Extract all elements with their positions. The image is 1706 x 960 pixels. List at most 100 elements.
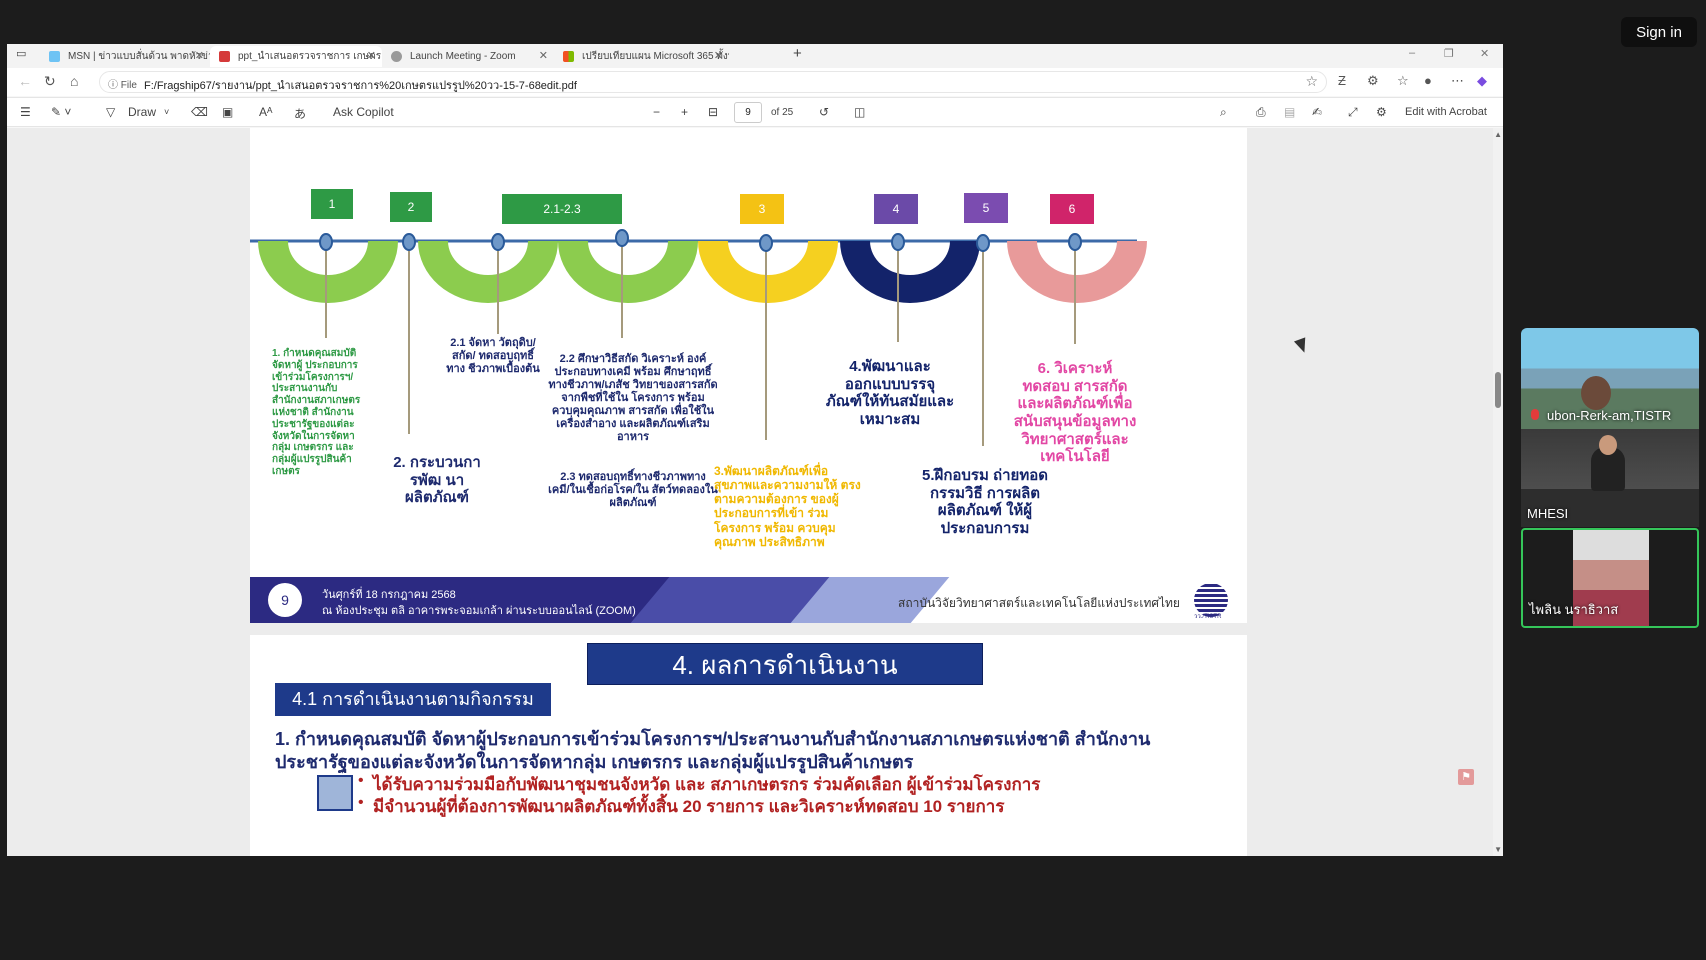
acrobat-icon[interactable]: ⚑ [1458, 769, 1474, 785]
home-icon[interactable]: ⌂ [70, 73, 79, 89]
fullscreen-icon[interactable]: ⤢ [1348, 105, 1358, 119]
step-2-text: 2. กระบวนการพัฒ นาผลิตภัณฑ์ [393, 454, 481, 507]
pdf-favicon-icon [219, 51, 230, 62]
vertical-scrollbar[interactable]: ▲ ▼ [1493, 128, 1503, 856]
participant-face [1581, 376, 1611, 410]
tab-msn[interactable]: MSN | ข่าวแบบสั่นด้วน พาดหัวข่าวของ ✕ [40, 46, 210, 67]
text-box-icon[interactable]: ▣ [222, 105, 234, 119]
tab-zoom[interactable]: Launch Meeting - Zoom ✕ [382, 46, 554, 67]
muted-mic-icon [1531, 409, 1539, 420]
zoom-in-icon[interactable]: + [681, 105, 689, 119]
new-tab-button[interactable]: + [793, 45, 802, 62]
pdf-page-9: 1 2 2.1-2.3 3 4 5 6 1. กำหนดคุณสมบัติ จั… [250, 128, 1247, 623]
step-1-text: 1. กำหนดคุณสมบัติ จัดหาผู้ ประกอบการ เข้… [272, 348, 361, 477]
step-5-box: 5 [964, 193, 1008, 223]
slide-page-number: 9 [268, 583, 302, 617]
save-as-icon[interactable]: ✍ [1312, 105, 1323, 119]
step-5-text: 5.ฝึกอบรม ถ่ายทอดกรรมวิธี การผลิตผลิตภัณ… [922, 467, 1048, 538]
tab-label: Launch Meeting - Zoom [410, 51, 516, 62]
profile-icon[interactable]: ● [1424, 73, 1432, 88]
close-tab-icon[interactable]: ✕ [194, 50, 204, 62]
address-field[interactable]: ⓘ File F:/Fragship67/รายงาน/ppt_นำเสนอตร… [99, 71, 1327, 93]
print-icon[interactable]: ⎙ [1256, 105, 1266, 119]
scrollbar-thumb[interactable] [1495, 372, 1501, 408]
eraser-icon[interactable]: ⌫ [191, 105, 208, 119]
footer-organization: สถาบันวิจัยวิทยาศาสตร์และเทคโนโลยีแห่งปร… [898, 596, 1180, 610]
tab-label: MSN | ข่าวแบบสั่นด้วน พาดหัวข่าวของ [68, 51, 210, 62]
tistr-logo [1194, 583, 1228, 617]
highlight-icon[interactable]: ✎ ˅ [51, 105, 72, 119]
bullet-icon: • [358, 772, 364, 789]
tistr-logo-text: วว./TISTR [1194, 614, 1222, 620]
participant-face [1599, 435, 1617, 455]
footer-date: วันศุกร์ที่ 18 กรกฎาคม 2568 [322, 589, 456, 601]
tab-bar: ▭ MSN | ข่าวแบบสั่นด้วน พาดหัวข่าวของ ✕ … [7, 44, 1503, 68]
participant-video-tile[interactable]: MHESI [1521, 429, 1699, 527]
page-number-input[interactable]: 9 [734, 102, 762, 123]
ask-copilot-button[interactable]: Ask Copilot [333, 105, 394, 119]
step-6-text: 6. วิเคราะห์ ทดสอบ สารสกัด และผลิตภัณฑ์เ… [1013, 360, 1137, 466]
sidebar-toggle-icon[interactable]: ▭ [16, 48, 27, 60]
draw-button[interactable]: Draw [128, 105, 157, 119]
participant-name: MHESI [1527, 506, 1569, 521]
step-4-box: 4 [874, 194, 918, 224]
restore-button[interactable]: ❐ [1444, 48, 1454, 60]
participant-background [1521, 489, 1699, 527]
tab-microsoft[interactable]: เปรียบเทียบแผน Microsoft 365 ทั้งหม ✕ [554, 46, 729, 67]
favorite-star-icon[interactable]: ☆ [1305, 73, 1318, 89]
more-menu-icon[interactable]: ⋯ [1451, 73, 1464, 88]
tab-label: เปรียบเทียบแผน Microsoft 365 ทั้งหม [582, 51, 729, 62]
read-aloud-icon[interactable]: Aᴬ [259, 105, 273, 119]
slide-footer: 9 วันศุกร์ที่ 18 กรกฎาคม 2568 ณ ห้องประช… [250, 577, 1247, 623]
settings-gear-icon[interactable]: ⚙ [1376, 105, 1387, 119]
close-tab-icon[interactable]: ✕ [538, 50, 548, 62]
url-text: F:/Fragship67/รายงาน/ppt_นำเสนอตรวจราชกา… [144, 80, 577, 92]
favorites-icon[interactable]: ☆ [1397, 73, 1409, 88]
file-scheme-label: ⓘ File [108, 80, 137, 91]
close-window-button[interactable]: ✕ [1480, 48, 1490, 60]
activity-heading-line-2: ประชารัฐของแต่ละจังหวัดในการจัดหากลุ่ม เ… [275, 752, 914, 772]
rotate-icon[interactable]: ↺ [819, 105, 830, 119]
tab-pdf[interactable]: ppt_นำเสนอตรวจราชการ เกษตรแปรรู ✕ [210, 46, 382, 67]
active-speaker-video-tile[interactable]: ไพลิน นราธิวาส [1521, 528, 1699, 628]
mouse-cursor-icon [1293, 337, 1311, 355]
participant-video-tile[interactable]: ubon-Rerk-am,TISTR [1521, 328, 1699, 429]
step-2-box: 2 [390, 192, 432, 222]
search-icon[interactable]: ⌕ [1220, 105, 1227, 119]
msn-favicon-icon [49, 51, 60, 62]
sign-in-button[interactable]: Sign in [1621, 17, 1697, 47]
address-bar-row: ← ↻ ⌂ ⓘ File F:/Fragship67/รายงาน/ppt_นำ… [7, 68, 1503, 96]
pdf-viewer[interactable]: 1 2 2.1-2.3 3 4 5 6 1. กำหนดคุณสมบัติ จั… [7, 128, 1503, 856]
pdf-toolbar: ☰ ✎ ˅ ▽ Draw ˅ ⌫ ▣ Aᴬ あ Ask Copilot − + … [7, 97, 1503, 127]
step-2-3-text: 2.3 ทดสอบฤทธิ์ทางชีวภาพทาง เคมี/ในเชื้อก… [548, 471, 718, 509]
back-icon[interactable]: ← [18, 73, 32, 89]
page-view-icon[interactable]: ◫ [854, 105, 866, 119]
puzzle-icon[interactable]: ⚙ [1367, 73, 1379, 88]
participant-name: ไพลิน นราธิวาส [1529, 602, 1619, 617]
minimize-button[interactable]: – [1409, 47, 1416, 59]
slide-subtitle: 4.1 การดำเนินงานตามกิจกรรม [275, 683, 551, 716]
bullet-item: มีจำนวนผู้ที่ต้องการพัฒนาผลิตภัณฑ์ทั้งสิ… [373, 797, 1005, 816]
step-3-box: 3 [740, 194, 784, 224]
close-tab-icon[interactable]: ✕ [366, 50, 376, 62]
fit-page-icon[interactable]: ⊟ [708, 105, 719, 119]
translate-icon[interactable]: あ [294, 107, 307, 121]
scroll-down-icon[interactable]: ▼ [1494, 845, 1502, 854]
close-tab-icon[interactable]: ✕ [713, 50, 723, 62]
save-icon[interactable]: ▤ [1284, 105, 1296, 119]
copilot-icon[interactable]: ◆ [1477, 73, 1487, 88]
edit-with-acrobat-button[interactable]: Edit with Acrobat [1405, 106, 1487, 118]
microsoft-favicon-icon [563, 51, 574, 62]
process-timeline-graphic [250, 229, 1147, 446]
draw-icon[interactable]: ▽ [106, 105, 116, 119]
scroll-up-icon[interactable]: ▲ [1494, 130, 1502, 139]
refresh-icon[interactable]: ↻ [44, 73, 56, 89]
bullet-icon: • [358, 794, 364, 811]
pdf-page-10: 4. ผลการดำเนินงาน 4.1 การดำเนินงานตามกิจ… [250, 635, 1247, 856]
extension-icon[interactable]: Ƶ [1338, 73, 1346, 88]
step-2-1-text: 2.1 จัดหา วัตถุดิบ/สกัด/ ทดสอบฤทธิ์ทาง ช… [446, 337, 540, 375]
zoom-out-icon[interactable]: − [653, 105, 661, 119]
chevron-down-icon[interactable]: ˅ [164, 107, 170, 117]
contents-icon[interactable]: ☰ [20, 105, 31, 119]
